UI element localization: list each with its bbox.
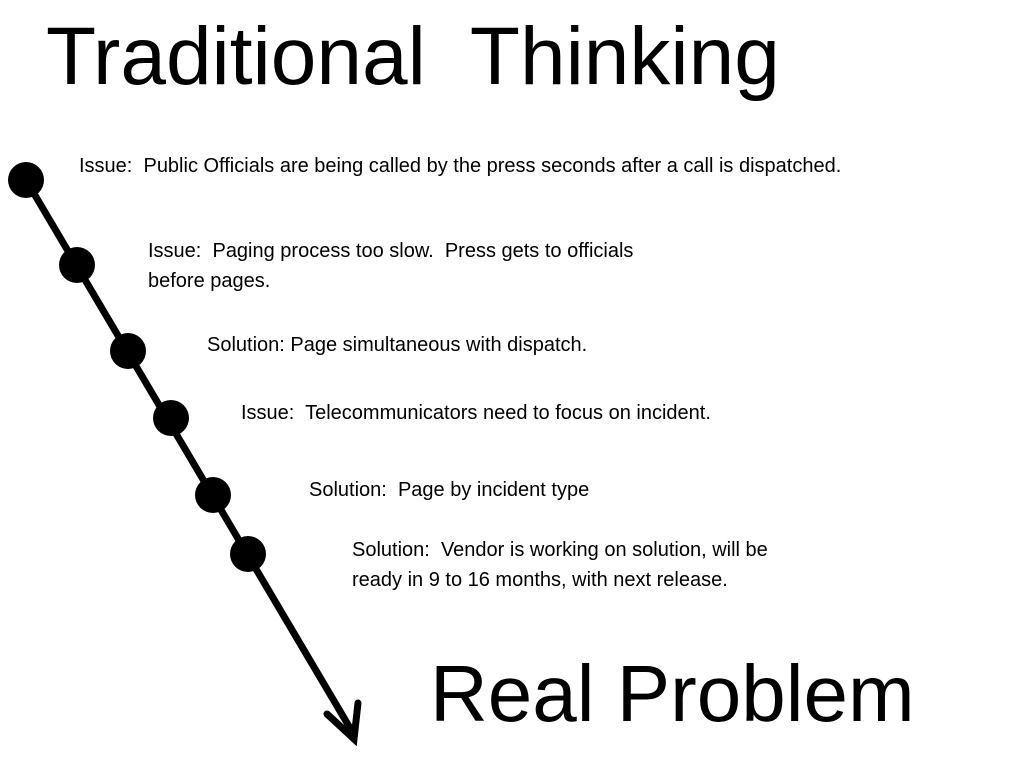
step-node-3 xyxy=(110,333,146,369)
slide-title: Traditional Thinking xyxy=(46,11,780,102)
flow-arrowhead xyxy=(323,699,362,747)
step-node-2 xyxy=(59,247,95,283)
step-node-1 xyxy=(8,162,44,198)
step-text-6: Solution: Vendor is working on solution,… xyxy=(352,539,774,591)
step-text-4: Issue: Telecommunicators need to focus o… xyxy=(241,402,711,424)
step-text-1: Issue: Public Officials are being called… xyxy=(79,155,842,177)
conclusion-label: Real Problem xyxy=(430,649,915,738)
step-node-6 xyxy=(230,536,266,572)
step-node-4 xyxy=(153,400,189,436)
step-text-3: Solution: Page simultaneous with dispatc… xyxy=(207,334,588,356)
step-node-5 xyxy=(195,477,231,513)
step-text-5: Solution: Page by incident type xyxy=(309,479,590,501)
step-text-2: Issue: Paging process too slow. Press ge… xyxy=(148,240,639,292)
